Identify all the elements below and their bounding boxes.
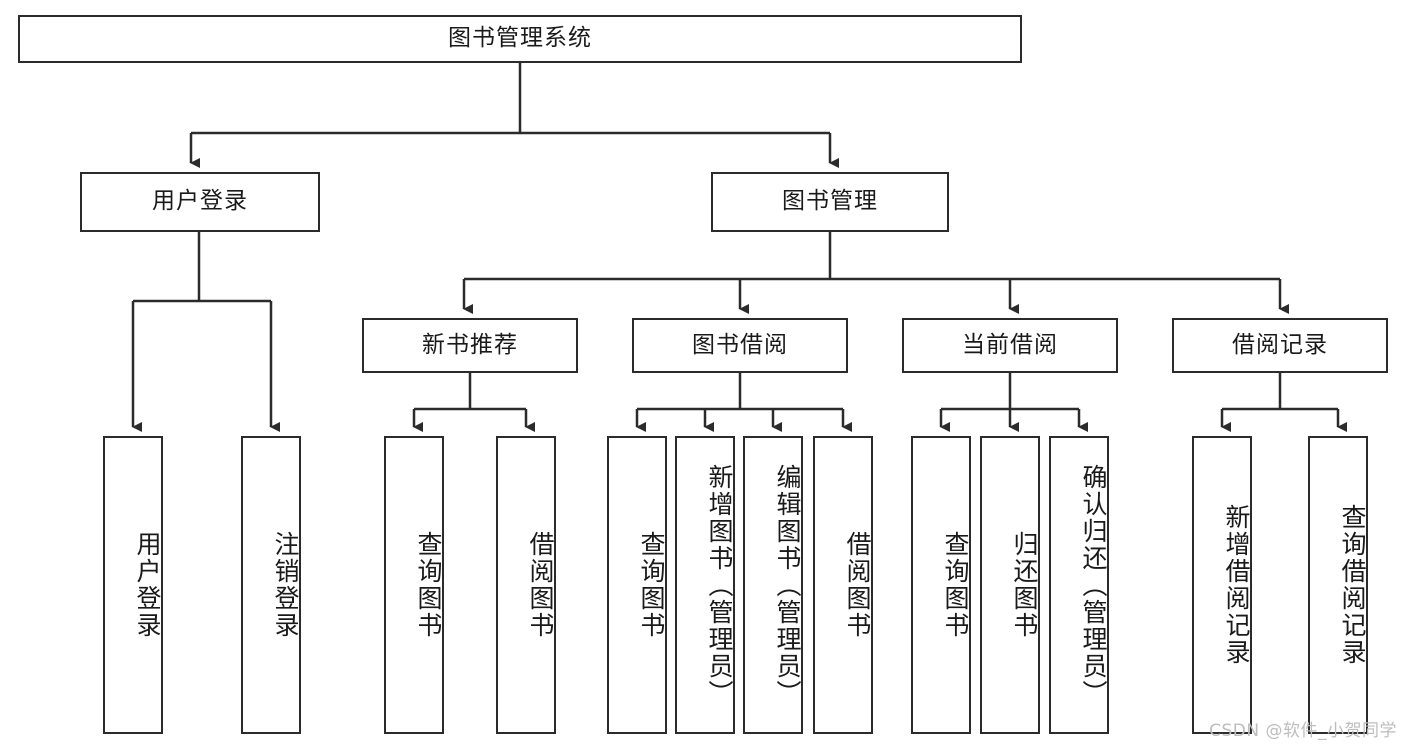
leaf-return-book[interactable]: 归还图书: [980, 436, 1040, 734]
node-label: 借阅图书: [843, 531, 872, 639]
leaf-confirm-return-admin[interactable]: 确认归还（管理员）: [1049, 436, 1109, 734]
node-label: 查询借阅记录: [1338, 504, 1367, 666]
node-label: 确认归还（管理员）: [1079, 463, 1108, 707]
node-label: 查询图书: [414, 531, 443, 639]
leaf-query-book-borrow[interactable]: 查询图书: [607, 436, 667, 734]
leaf-edit-book-admin[interactable]: 编辑图书（管理员）: [743, 436, 803, 734]
node-label: 图书管理: [782, 188, 878, 215]
node-label: 用户登录: [133, 531, 162, 639]
node-label: 注销登录: [271, 531, 300, 639]
node-book-borrow[interactable]: 图书借阅: [632, 318, 848, 373]
node-label: 借阅记录: [1232, 331, 1328, 358]
node-label: 编辑图书（管理员）: [773, 463, 802, 707]
node-label: 当前借阅: [962, 331, 1058, 358]
node-current-borrow[interactable]: 当前借阅: [902, 318, 1118, 373]
node-new-book-recommend[interactable]: 新书推荐: [362, 318, 578, 373]
node-label: 新增图书（管理员）: [705, 463, 734, 707]
leaf-add-book-admin[interactable]: 新增图书（管理员）: [675, 436, 735, 734]
leaf-borrow-book[interactable]: 借阅图书: [813, 436, 873, 734]
node-book-management-group[interactable]: 图书管理: [711, 172, 949, 232]
leaf-logout[interactable]: 注销登录: [241, 436, 301, 734]
leaf-query-book-current[interactable]: 查询图书: [911, 436, 971, 734]
node-label: 用户登录: [152, 188, 248, 215]
node-user-login-group[interactable]: 用户登录: [80, 172, 320, 232]
node-root-system[interactable]: 图书管理系统: [18, 15, 1022, 63]
node-label: 图书管理系统: [448, 25, 592, 52]
leaf-borrow-book-rec[interactable]: 借阅图书: [496, 436, 556, 734]
node-label: 归还图书: [1010, 531, 1039, 639]
node-borrow-record[interactable]: 借阅记录: [1172, 318, 1388, 373]
node-label: 新增借阅记录: [1222, 504, 1251, 666]
node-label: 查询图书: [941, 531, 970, 639]
node-label: 查询图书: [637, 531, 666, 639]
leaf-add-borrow-record[interactable]: 新增借阅记录: [1192, 436, 1252, 734]
leaf-user-login[interactable]: 用户登录: [103, 436, 163, 734]
node-label: 借阅图书: [526, 531, 555, 639]
node-label: 新书推荐: [422, 331, 518, 358]
leaf-query-book-rec[interactable]: 查询图书: [384, 436, 444, 734]
leaf-query-borrow-record[interactable]: 查询借阅记录: [1308, 436, 1368, 734]
node-label: 图书借阅: [692, 331, 788, 358]
